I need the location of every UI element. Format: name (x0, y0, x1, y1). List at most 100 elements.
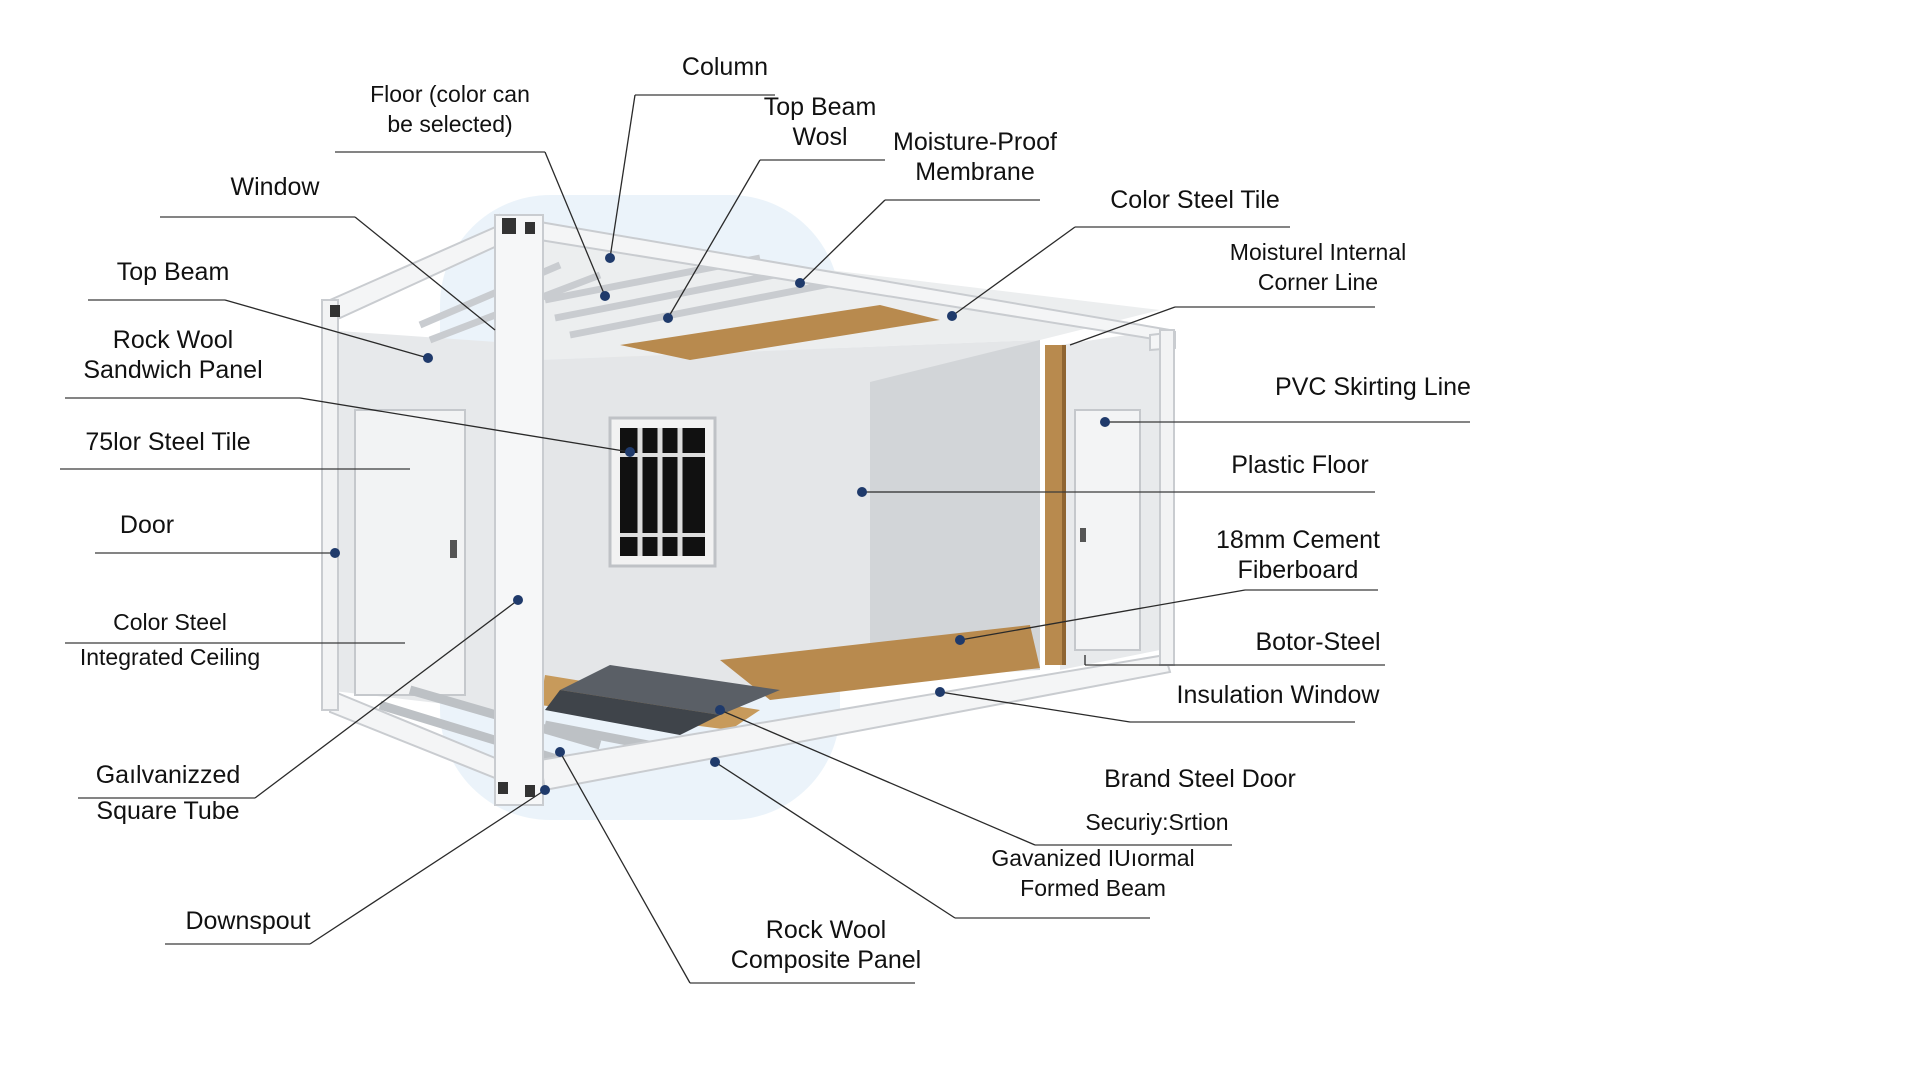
floor-dark-panels (560, 665, 780, 715)
marker-dot-column (605, 253, 615, 263)
leader-line-moisture-proof-membrane (799, 199, 886, 284)
label-gavanized-formed-beam-line-1: Gavanized IUıormal (991, 845, 1194, 871)
marker-dot-plastic-floor (857, 487, 867, 497)
leader-line-window (354, 216, 496, 331)
ceiling-underside (540, 235, 1160, 360)
marker-dot-moisture-proof-membrane (795, 278, 805, 288)
marker-dot-security-station (715, 705, 725, 715)
label-75lor-steel-tile-line-1: 75lor Steel Tile (85, 428, 250, 456)
leader-line-insulation-window (939, 691, 1131, 723)
right-inner-wall (870, 340, 1040, 670)
leader-line-rock-wool-composite-panel (559, 751, 691, 984)
window-illustration (608, 416, 717, 568)
label-floor-color-line-2: be selected) (387, 111, 512, 137)
leader-line-top-beam-wosl (667, 159, 761, 319)
leader-line-moisturel-internal-corner-line (1069, 306, 1176, 346)
callout-security-station: Securiy:Srtion (715, 705, 1232, 846)
marker-dot-insulation-window (935, 687, 945, 697)
leader-line-top-beam (224, 299, 429, 359)
callout-insulation-window: Insulation Window (935, 681, 1381, 723)
label-cement-fiberboard-line-2: Fiberboard (1238, 556, 1359, 584)
leader-line-cement-fiberboard (959, 589, 1246, 641)
label-column-line-1: Column (682, 53, 768, 81)
ceiling-wood-strip (620, 305, 940, 360)
label-top-beam-line-1: Top Beam (117, 258, 230, 286)
leader-line-color-steel-tile (951, 226, 1076, 317)
label-moisture-proof-membrane-line-1: Moisture-Proof (893, 128, 1057, 156)
marker-dot-galvanized-square-tube (513, 595, 523, 605)
marker-dot-downspout (540, 785, 550, 795)
marker-dot-color-steel-tile (947, 311, 957, 321)
callout-brand-steel-door: Brand Steel Door (1104, 765, 1296, 793)
marker-dot-door (330, 548, 340, 558)
label-color-steel-integrated-ceiling-line-1: Color Steel (113, 609, 227, 635)
marker-dot-top-beam (423, 353, 433, 363)
label-downspout-line-1: Downspout (185, 907, 310, 935)
marker-dot-pvc-skirting-line (1100, 417, 1110, 427)
label-rock-wool-sandwich-panel-line-2: Sandwich Panel (83, 356, 262, 384)
marker-dot-rock-wool-composite-panel (555, 747, 565, 757)
label-pvc-skirting-line-line-1: PVC Skirting Line (1275, 373, 1471, 401)
wood-corner-post (1045, 345, 1065, 665)
label-color-steel-integrated-ceiling-line-2: Integrated Ceiling (80, 644, 260, 670)
leader-line-downspout (309, 789, 546, 945)
label-insulation-window-line-1: Insulation Window (1177, 681, 1381, 709)
front-corner-post (494, 214, 544, 806)
label-door-line-1: Door (120, 511, 174, 539)
label-rock-wool-composite-panel-line-2: Composite Panel (731, 946, 921, 974)
label-gavanized-formed-beam-line-2: Formed Beam (1020, 875, 1166, 901)
label-brand-steel-door-line-1: Brand Steel Door (1104, 765, 1296, 793)
callout-window: Window (160, 173, 496, 331)
leader-line-column (609, 94, 636, 259)
label-floor-color-line-1: Floor (color can (370, 81, 530, 107)
leader-line-security-station (719, 709, 1036, 846)
marker-dot-floor-color (600, 291, 610, 301)
callout-75lor-steel-tile: 75lor Steel Tile (60, 428, 410, 470)
label-window-line-1: Window (231, 173, 321, 201)
callout-column: Column (605, 53, 775, 263)
label-color-steel-tile-line-1: Color Steel Tile (1110, 186, 1280, 214)
callout-floor-color: Floor (color can be selected) (335, 81, 610, 301)
leader-line-galvanized-square-tube (254, 599, 519, 799)
marker-dot-rock-wool-sandwich-panel (625, 447, 635, 457)
leader-line-gavanized-formed-beam (714, 761, 956, 919)
label-plastic-floor-line-1: Plastic Floor (1231, 451, 1369, 479)
label-rock-wool-sandwich-panel-line-1: Rock Wool (113, 326, 233, 354)
callout-botor-steel: Botor-Steel (1084, 628, 1385, 666)
container-illustration (321, 213, 1176, 806)
label-botor-steel-line-1: Botor-Steel (1255, 628, 1380, 656)
label-top-beam-wosl-line-2: Wosl (792, 123, 847, 151)
label-moisture-proof-membrane-line-2: Membrane (915, 158, 1035, 186)
callout-color-steel-tile: Color Steel Tile (947, 186, 1290, 321)
label-top-beam-wosl-line-1: Top Beam (764, 93, 877, 121)
callout-door: Door (95, 511, 340, 558)
marker-dot-top-beam-wosl (663, 313, 673, 323)
marker-dot-cement-fiberboard (955, 635, 965, 645)
label-galvanized-square-tube-line-1: Gaılvanizzed (96, 761, 241, 789)
callout-pvc-skirting-line: PVC Skirting Line (1100, 373, 1471, 427)
label-cement-fiberboard-line-1: 18mm Cement (1216, 526, 1380, 554)
label-rock-wool-composite-panel-line-1: Rock Wool (766, 916, 886, 944)
label-security-station-line-1: Securiy:Srtion (1085, 809, 1228, 835)
callout-top-beam: Top Beam (88, 258, 433, 363)
left-door (354, 409, 466, 696)
callout-plastic-floor: Plastic Floor (857, 451, 1375, 497)
label-moisturel-internal-corner-line-line-2: Corner Line (1258, 269, 1378, 295)
callout-downspout: Downspout (165, 785, 550, 945)
leader-line-rock-wool-sandwich-panel (299, 397, 631, 453)
label-galvanized-square-tube-line-2: Square Tube (96, 797, 239, 825)
leader-line-floor-color (544, 151, 606, 297)
marker-dot-gavanized-formed-beam (710, 757, 720, 767)
